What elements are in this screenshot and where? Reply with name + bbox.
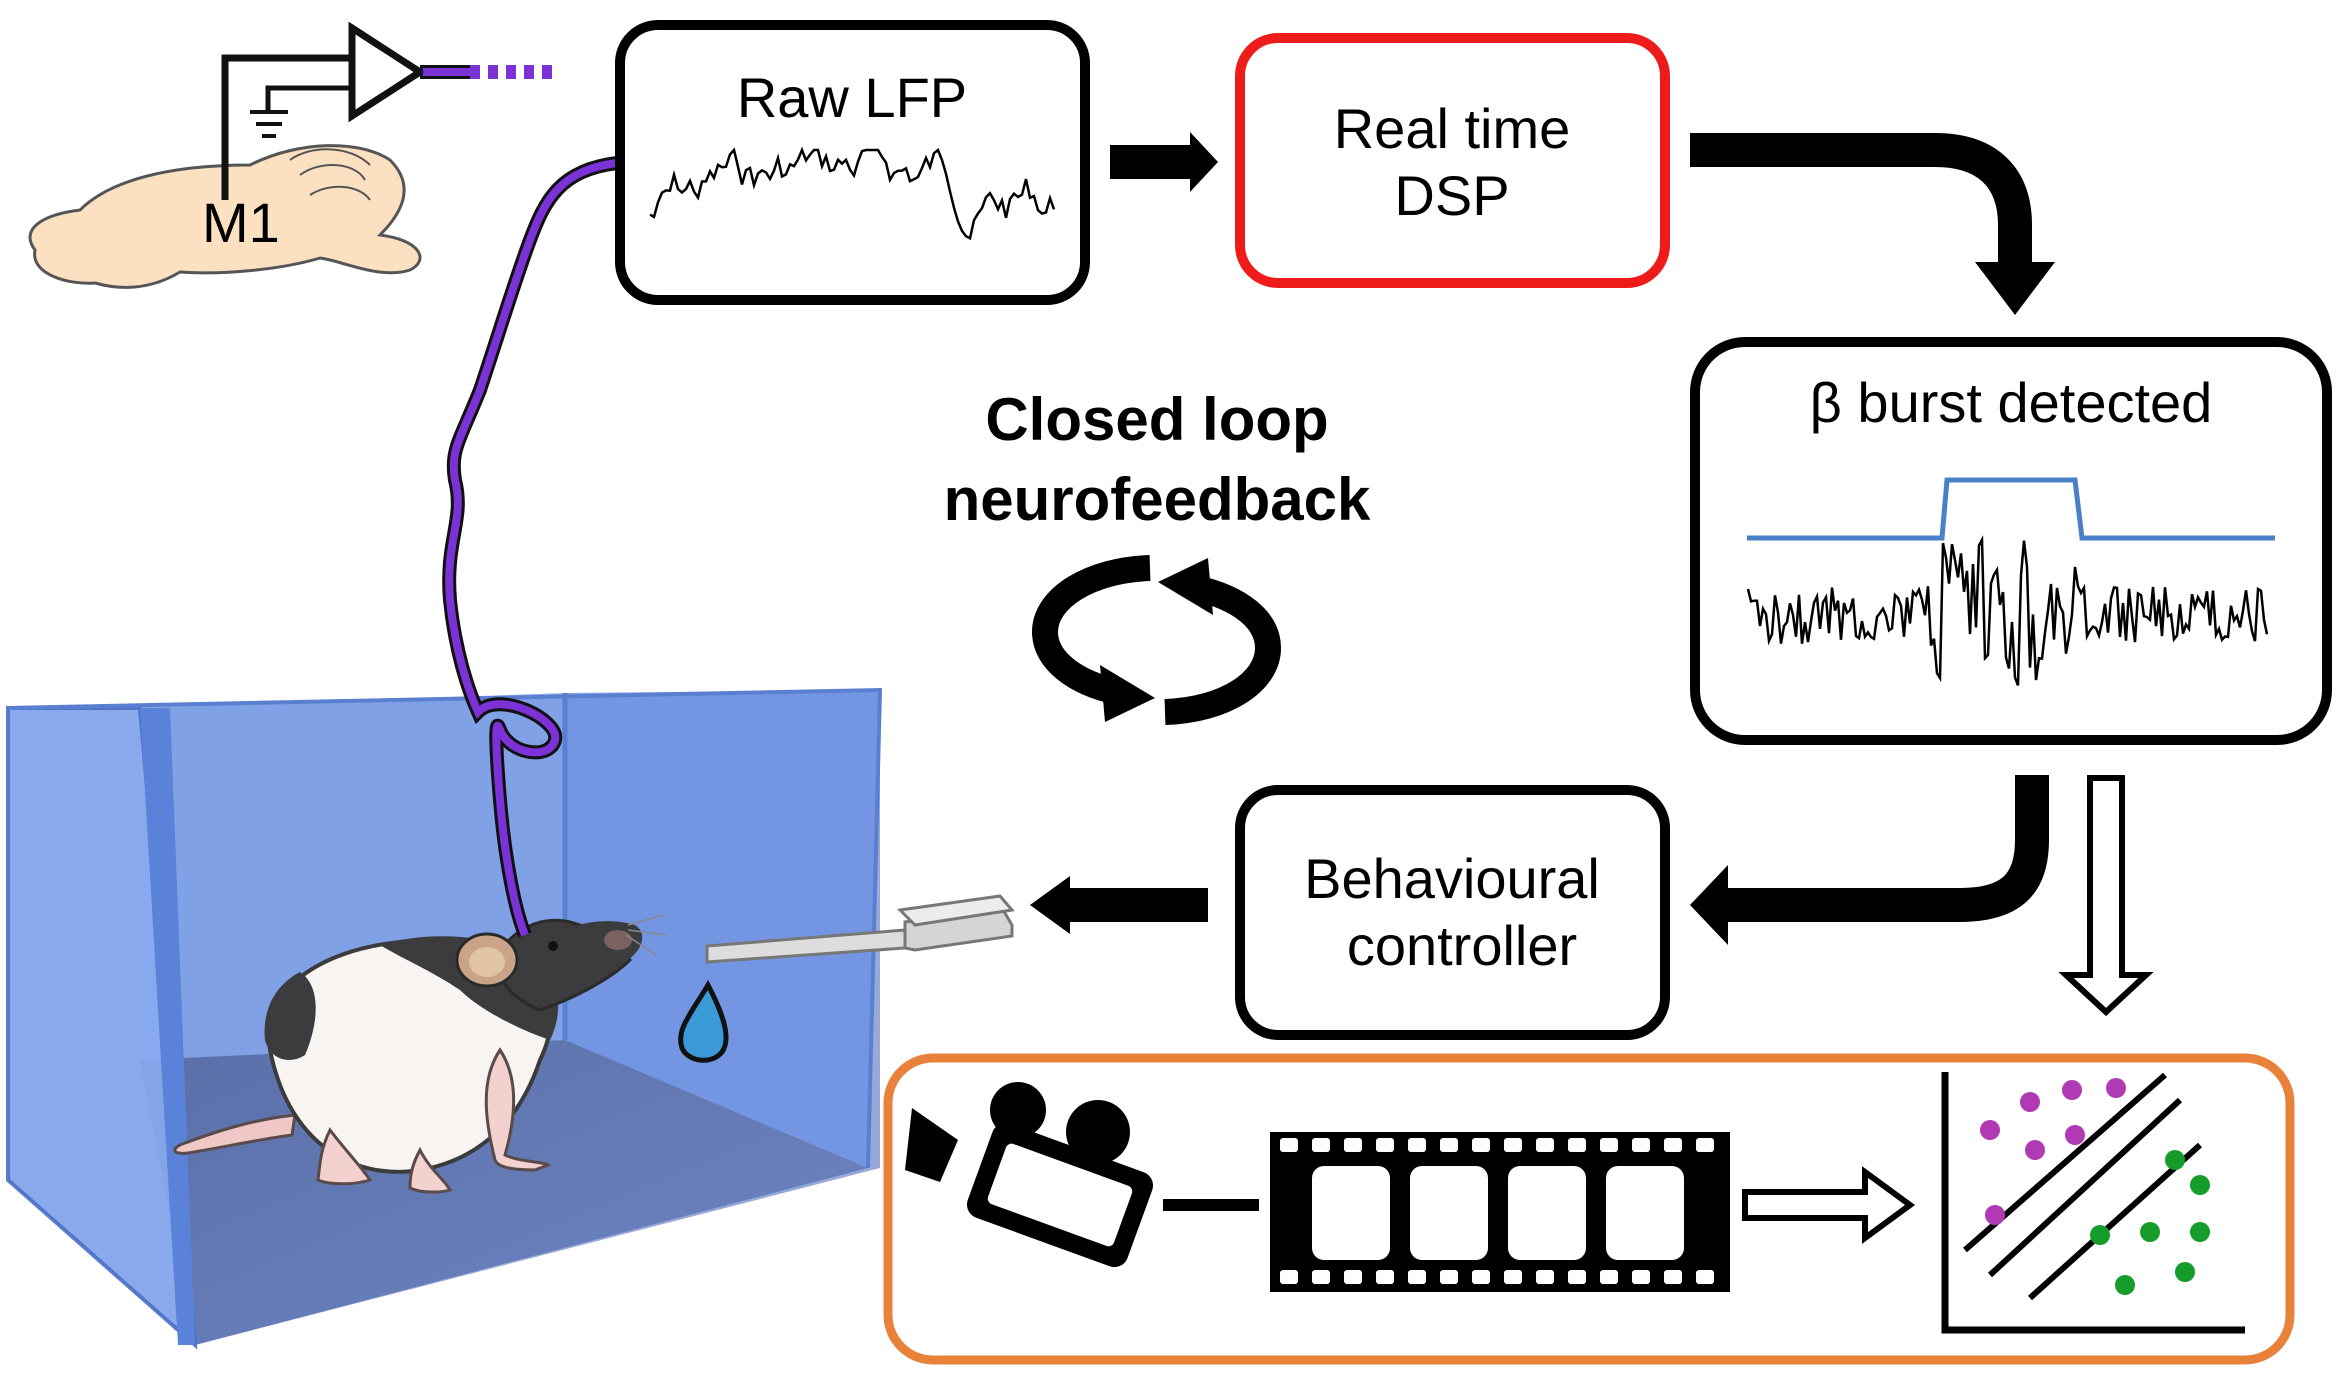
arrow-film-to-plot xyxy=(1742,1166,1916,1244)
film-perforation xyxy=(1344,1138,1362,1152)
closed-loop-title-line2: neurofeedback xyxy=(944,466,1371,533)
film-perforation xyxy=(1312,1138,1330,1152)
raw-lfp-box: Raw LFP xyxy=(615,20,1090,305)
film-perforation xyxy=(1280,1270,1298,1284)
camera-connector-line xyxy=(1163,1199,1259,1211)
film-perforation xyxy=(1568,1270,1586,1284)
cluster-a-point xyxy=(2020,1092,2040,1112)
film-frame xyxy=(1508,1166,1586,1260)
brain-region-label: M1 xyxy=(202,191,280,254)
dsp-box: Real time DSP xyxy=(1235,33,1670,288)
cluster-a-point xyxy=(2106,1078,2126,1098)
film-perforation xyxy=(1696,1138,1714,1152)
film-perforation xyxy=(1472,1138,1490,1152)
film-perforation xyxy=(1536,1270,1554,1284)
film-perforation xyxy=(1536,1138,1554,1152)
controller-label-line1: Behavioural xyxy=(1304,847,1600,910)
arrow-controller-to-spout xyxy=(1030,876,1208,934)
burst-lfp-trace xyxy=(1746,535,2269,686)
film-perforation xyxy=(1664,1138,1682,1152)
controller-label-line2: controller xyxy=(1347,914,1577,977)
dsp-label-line1: Real time xyxy=(1334,97,1571,160)
recording-cable-core xyxy=(445,159,618,937)
behavioural-controller-box: Behavioural controller xyxy=(1235,785,1670,1040)
film-perforation xyxy=(1664,1270,1682,1284)
film-perforation xyxy=(1440,1138,1458,1152)
film-perforation xyxy=(1280,1138,1298,1152)
cluster-b-point xyxy=(2190,1175,2210,1195)
film-strip-icon xyxy=(1270,1132,1730,1292)
arrow-burst-to-analysis xyxy=(2058,775,2154,1017)
cluster-b-point xyxy=(2140,1222,2160,1242)
cluster-a-point xyxy=(1985,1205,2005,1225)
arrow-dsp-to-burst xyxy=(1690,133,2055,315)
film-frame xyxy=(1312,1166,1390,1260)
cluster-b-point xyxy=(2175,1262,2195,1282)
brain-icon: M1 xyxy=(28,144,422,289)
scatter-plot-icon xyxy=(1941,1072,2245,1334)
film-perforation xyxy=(1408,1138,1426,1152)
film-perforation xyxy=(1440,1270,1458,1284)
cluster-a-point xyxy=(1980,1120,2000,1140)
film-perforation xyxy=(1632,1270,1650,1284)
film-perforation xyxy=(1376,1138,1394,1152)
film-perforation xyxy=(1408,1270,1426,1284)
cluster-a-point xyxy=(2025,1140,2045,1160)
cluster-b-point xyxy=(2190,1222,2210,1242)
rat-illustration xyxy=(173,914,667,1194)
film-perforation xyxy=(1568,1138,1586,1152)
film-perforation xyxy=(1312,1270,1330,1284)
film-perforation xyxy=(1600,1138,1618,1152)
film-perforation xyxy=(1600,1270,1618,1284)
cluster-a-point xyxy=(2062,1080,2082,1100)
water-drop-icon xyxy=(678,979,729,1063)
cluster-b-point xyxy=(2165,1150,2185,1170)
film-perforation xyxy=(1376,1270,1394,1284)
film-frame xyxy=(1606,1166,1684,1260)
film-perforation xyxy=(1632,1138,1650,1152)
film-perforation xyxy=(1472,1270,1490,1284)
arrow-burst-to-controller xyxy=(1690,775,2049,945)
film-perforation xyxy=(1504,1270,1522,1284)
ground-icon xyxy=(250,110,288,138)
amplifier-icon xyxy=(221,21,560,200)
burst-detected-label: β burst detected xyxy=(1810,371,2213,434)
raw-lfp-trace xyxy=(649,146,1056,241)
video-analysis-box xyxy=(883,1053,2295,1365)
arrow-lfp-to-dsp xyxy=(1110,132,1218,192)
film-perforation xyxy=(1504,1138,1522,1152)
dsp-label-line2: DSP xyxy=(1394,164,1509,227)
burst-detected-box: β burst detected xyxy=(1690,337,2332,745)
cluster-a-point xyxy=(2065,1125,2085,1145)
camera-icon xyxy=(905,1082,1154,1268)
closed-loop-title-line1: Closed loop xyxy=(985,386,1328,453)
film-perforation xyxy=(1696,1270,1714,1284)
cluster-b-point xyxy=(2090,1225,2110,1245)
reward-spout-icon xyxy=(705,894,1015,964)
burst-indicator-trace xyxy=(1747,477,2275,541)
film-frame xyxy=(1410,1166,1488,1260)
raw-lfp-label: Raw LFP xyxy=(737,66,967,129)
cycle-arrows-icon xyxy=(1031,555,1282,725)
cluster-b-point xyxy=(2115,1275,2135,1295)
film-perforation xyxy=(1344,1270,1362,1284)
